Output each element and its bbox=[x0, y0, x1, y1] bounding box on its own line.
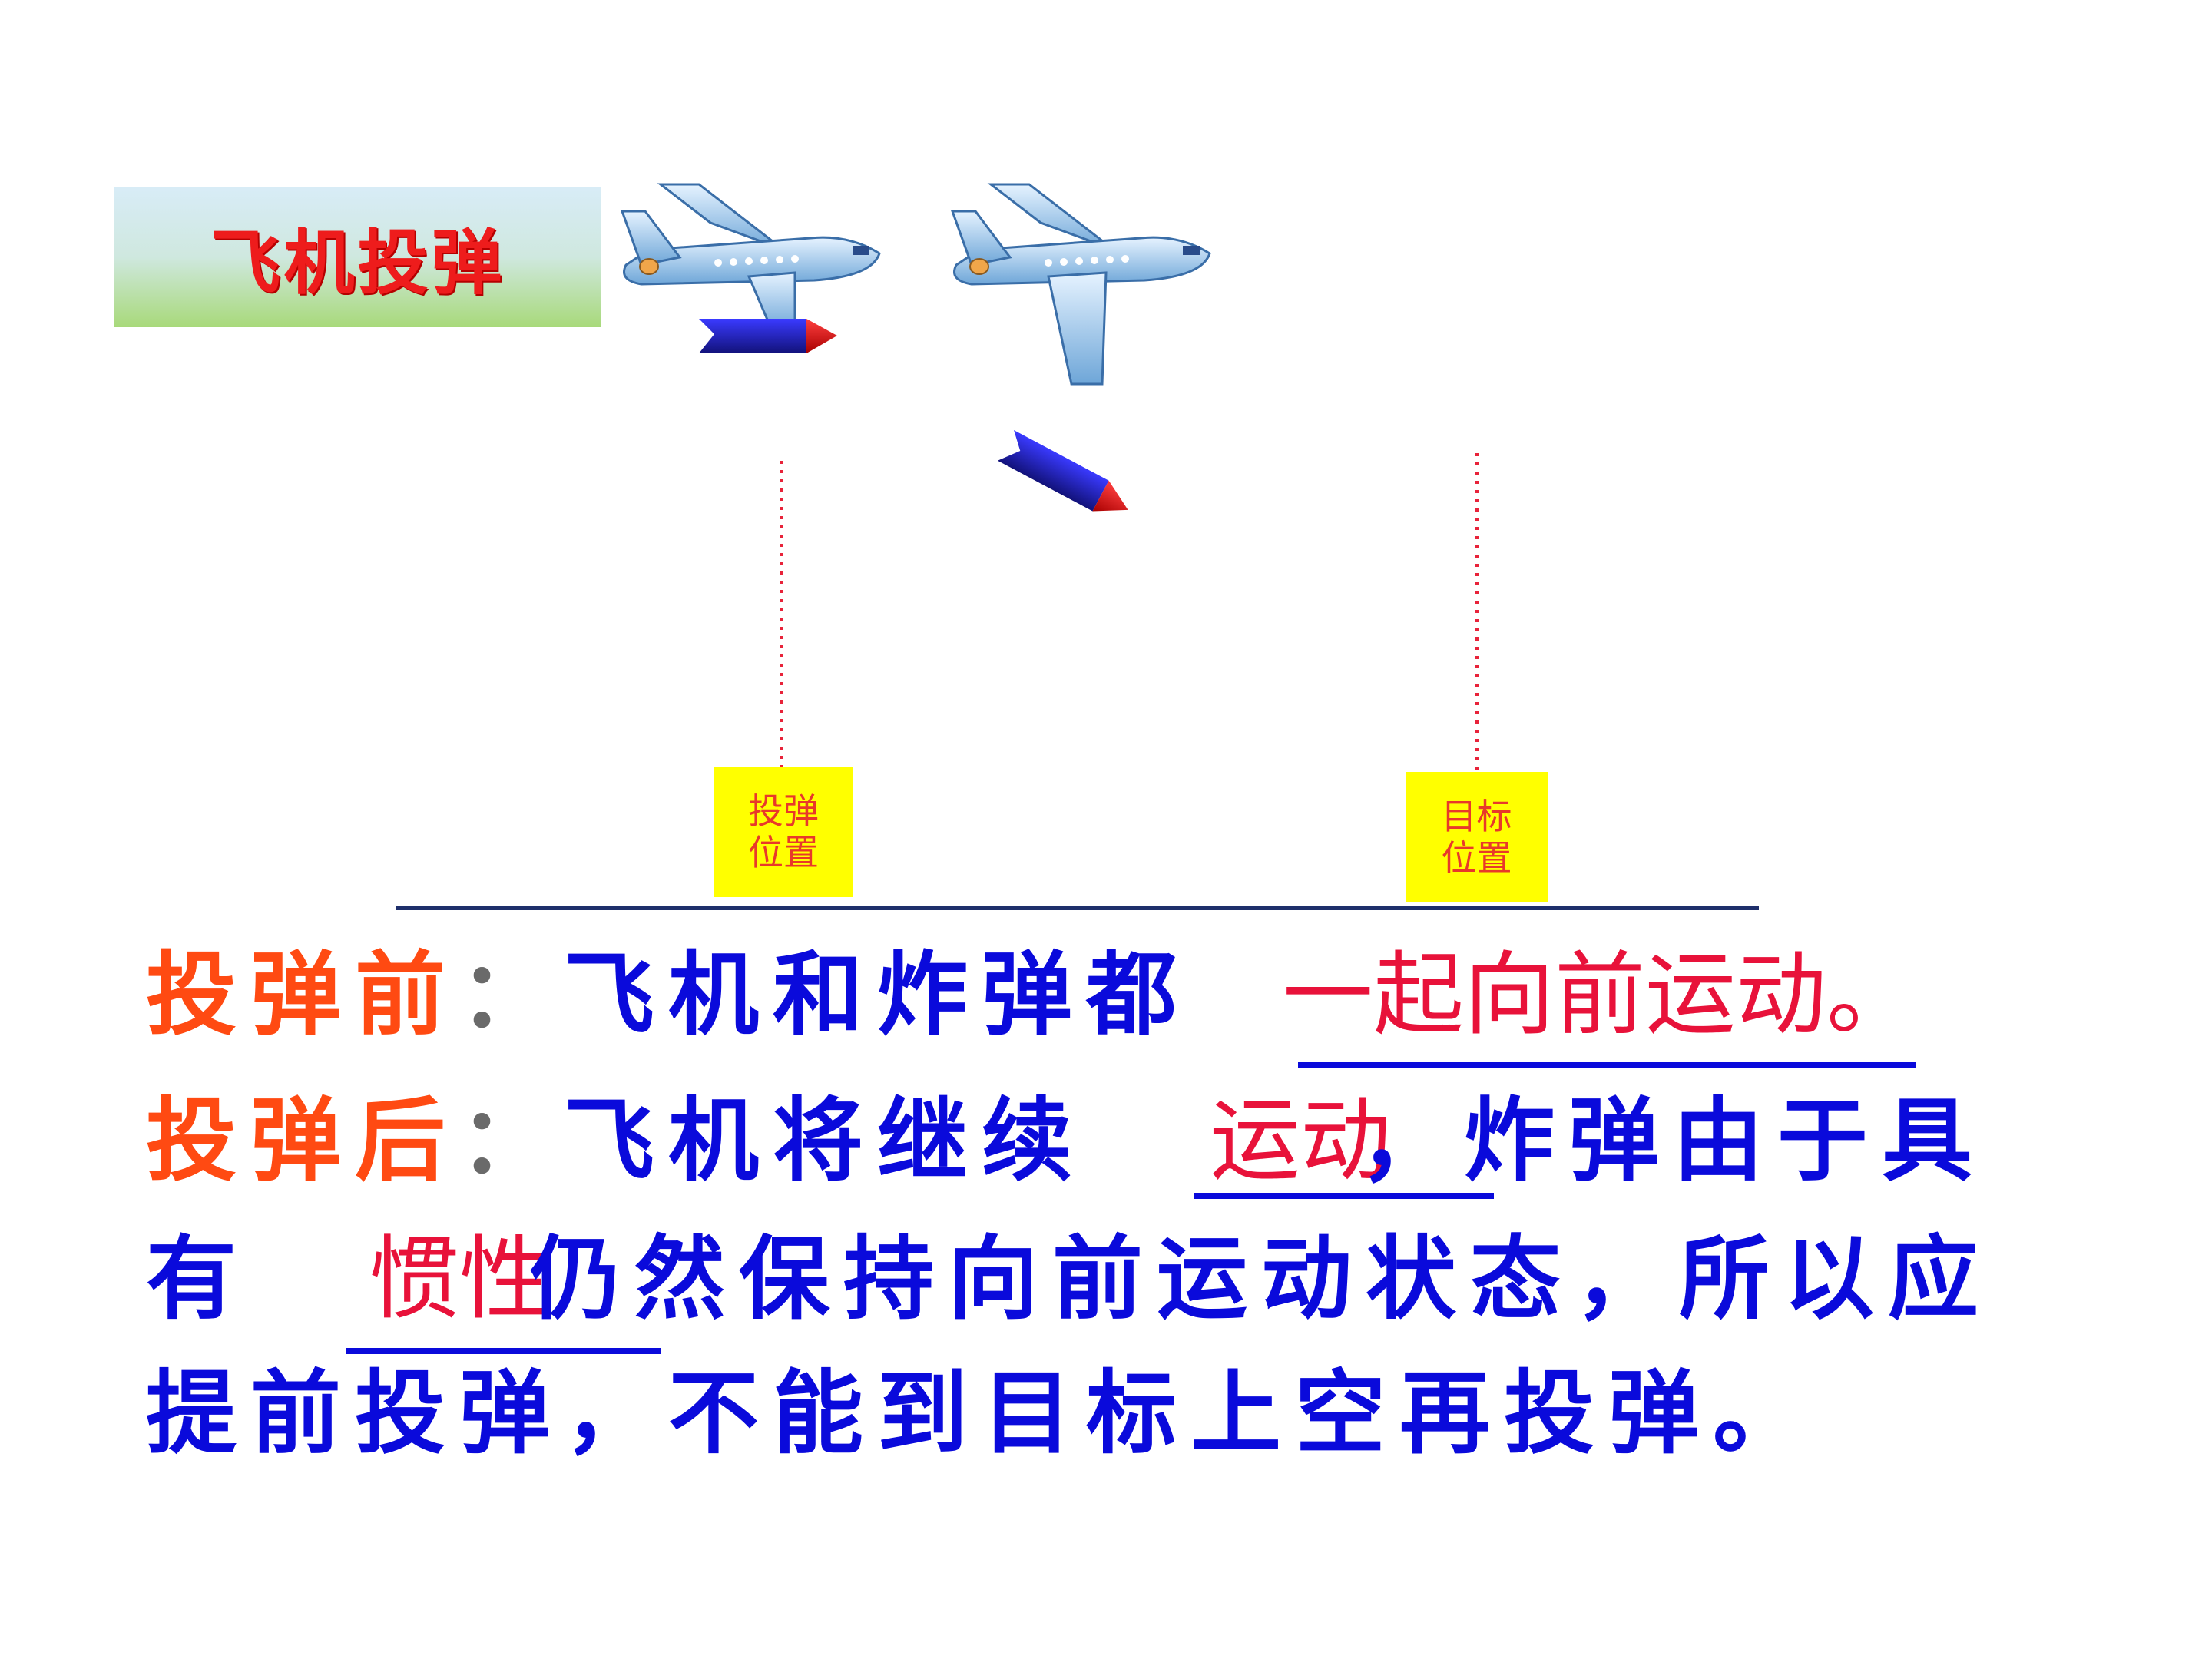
drop-position-label-line2: 位置 bbox=[748, 832, 819, 873]
colon: ： bbox=[459, 941, 565, 1048]
before-drop-heading: 投弹前 bbox=[146, 941, 460, 1048]
after-drop-heading: 投弹后 bbox=[146, 1087, 460, 1194]
answer-3-underline bbox=[346, 1348, 661, 1354]
target-position-label-line1: 目标 bbox=[1441, 796, 1512, 837]
answer-2-underline bbox=[1194, 1193, 1494, 1199]
line2-text-a: 飞机将继续 bbox=[564, 1087, 1087, 1194]
target-position-label-line2: 位置 bbox=[1441, 837, 1512, 879]
text-line-3-end: 仍然保持向前运动状态，所以应 bbox=[530, 1225, 1993, 1332]
text-line-1: 投弹前：飞机和炸弹都 bbox=[146, 933, 1190, 1056]
ground-line bbox=[396, 906, 1759, 910]
airplane-icon bbox=[620, 183, 881, 332]
answer-2: 运动 bbox=[1210, 1088, 1392, 1194]
page-title: 飞机投弹 bbox=[210, 221, 505, 304]
text-line-4: 提前投弹，不能到目标上空再投弹。 bbox=[146, 1359, 1818, 1466]
answer-3: 惯性 bbox=[369, 1226, 551, 1332]
title-box: 飞机投弹 bbox=[114, 187, 601, 327]
drop-position-label: 投弹 位置 bbox=[714, 767, 853, 897]
line2-text-b: ，炸弹由于具 bbox=[1359, 1087, 1987, 1194]
answer-1-underline bbox=[1298, 1062, 1916, 1068]
bomb-icon bbox=[997, 430, 1128, 512]
drop-position-label-line1: 投弹 bbox=[748, 790, 819, 832]
airplane-icon bbox=[950, 183, 1211, 386]
answer-1: 一起向前运动。 bbox=[1283, 942, 1918, 1048]
line1-text: 飞机和炸弹都 bbox=[564, 941, 1191, 1048]
colon: ： bbox=[459, 1087, 565, 1194]
bomb-icon bbox=[699, 319, 837, 353]
text-line-3-start: 有 bbox=[146, 1225, 251, 1332]
animation-scene bbox=[620, 183, 1479, 776]
text-line-2: 投弹后：飞机将继续 bbox=[146, 1079, 1086, 1202]
target-position-label: 目标 位置 bbox=[1406, 772, 1548, 902]
